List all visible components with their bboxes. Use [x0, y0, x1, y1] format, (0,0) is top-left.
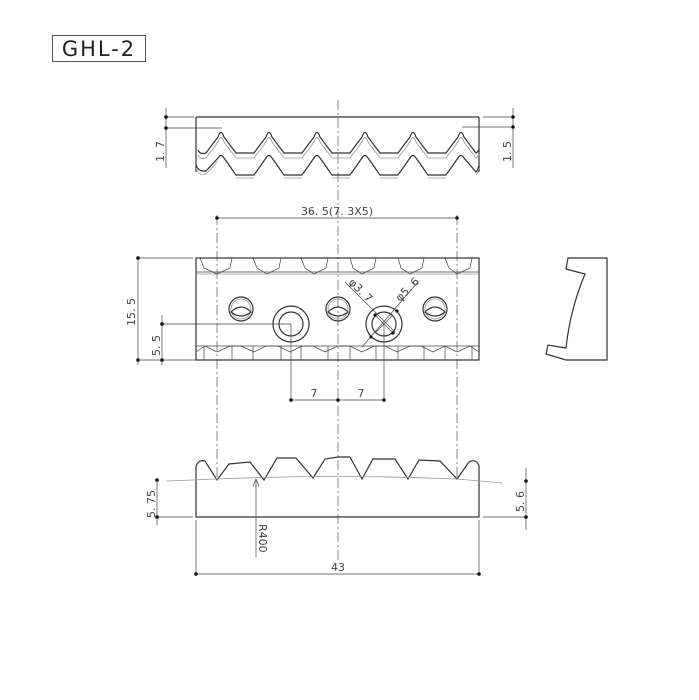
- top-scallops: [199, 257, 473, 275]
- dim-hole-large: φ5. 6: [393, 275, 422, 304]
- front-view: 36. 5(7. 3X5): [125, 190, 480, 560]
- bottom-body: [195, 456, 480, 518]
- upper-teeth: [197, 131, 480, 155]
- dim-radius: R400: [256, 524, 269, 553]
- dim-hole-small: φ3. 7: [346, 276, 375, 305]
- dim-top-right: 1. 5: [501, 141, 514, 162]
- bottom-view: R400 5. 75 5. 6 43: [145, 456, 528, 576]
- dim-offset-right: 7: [358, 387, 365, 400]
- dim-width: 43: [331, 561, 345, 574]
- top-view-outline: [195, 116, 480, 172]
- dim-bottom-right: 5. 6: [514, 491, 527, 512]
- dim-hole-height: 5. 5: [150, 335, 163, 356]
- bottom-scallops: [195, 345, 480, 353]
- front-body: [195, 257, 480, 361]
- upper-teeth-inner: [197, 137, 480, 159]
- top-view: 1. 7 1. 5: [154, 100, 515, 190]
- dim-height: 15. 5: [125, 298, 138, 326]
- lower-teeth-inner: [195, 160, 480, 179]
- radius-curve: [165, 476, 504, 484]
- lower-teeth: [195, 154, 480, 176]
- hole-small-1: [228, 296, 254, 322]
- dim-top-left: 1. 7: [154, 141, 167, 162]
- dim-offset-left: 7: [311, 387, 318, 400]
- side-profile: [545, 257, 608, 361]
- side-profile-outline: [545, 257, 608, 361]
- dim-bottom-left: 5. 75: [145, 490, 158, 518]
- hole-small-3: [422, 296, 448, 322]
- dim-pitch: 36. 5(7. 3X5): [301, 205, 373, 218]
- hole-small-2: [325, 296, 351, 322]
- part-number-label: GHL-2: [52, 35, 146, 62]
